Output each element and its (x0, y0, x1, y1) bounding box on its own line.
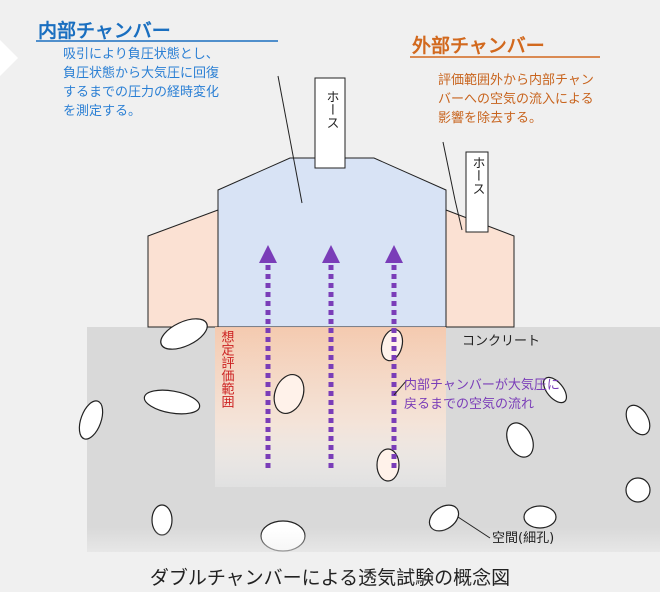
airflow-label-line2: 戻るまでの空気の流れ (404, 396, 534, 412)
pore (143, 389, 201, 415)
diagram-title: ダブルチャンバーによる透気試験の概念図 (150, 566, 510, 589)
outer-desc-line: 影響を除去する。 (438, 110, 542, 126)
airflow-leader (393, 379, 408, 396)
inner-chamber-label: 内部チャンバー (38, 19, 171, 42)
evaluation-range-area (215, 327, 446, 487)
pore (160, 318, 208, 350)
pore-label: 空間(細孔) (492, 531, 554, 546)
arrowhead-center (322, 245, 340, 263)
pore (625, 404, 651, 436)
outer-chamber-leader-2 (454, 199, 463, 231)
airflow-arrowheads (259, 245, 403, 263)
inner-hose (314, 77, 346, 169)
inner-chamber-leader (277, 75, 303, 204)
evaluation-range-label: 想定評価範囲 (219, 329, 235, 408)
pore (78, 400, 104, 440)
inner-desc-line: を測定する。 (63, 104, 141, 119)
outer-chamber-label: 外部チャンバー (412, 34, 545, 57)
inner-desc-line: 負圧状態から大気圧に回復 (63, 65, 219, 81)
outer-hose-label: ホース (470, 156, 485, 195)
concrete-fade (87, 470, 660, 552)
pore (542, 376, 568, 404)
outer-desc-line: 評価範囲外から内部チャン (438, 72, 594, 88)
left-tab-arrow (0, 40, 18, 76)
pore (506, 422, 534, 458)
outer-desc-line: バーへの空気の流入による (438, 91, 594, 107)
inner-desc-line: 吸引により負圧状態とし、 (63, 46, 219, 62)
outer-hose (465, 151, 489, 233)
outer-chamber-description: 評価範囲外から内部チャン バーへの空気の流入による 影響を除去する。 (438, 72, 594, 126)
outer-chamber-leader (442, 141, 456, 201)
airflow-label-line1: 内部チャンバーが大気圧に (404, 377, 560, 393)
inner-desc-line: するまでの圧力の経時変化 (63, 84, 219, 100)
pore-leader (457, 516, 491, 539)
inner-hose-label: ホース (324, 90, 339, 129)
inner-chamber-description: 吸引により負圧状態とし、 負圧状態から大気圧に回復 するまでの圧力の経時変化 を… (63, 46, 219, 119)
arrowhead-right (385, 245, 403, 263)
arrowhead-left (259, 245, 277, 263)
leader-lines (277, 75, 491, 539)
pore (273, 374, 305, 414)
outer-chamber (147, 209, 219, 328)
concrete-label: コンクリート (462, 334, 540, 349)
airflow-arrows (265, 262, 397, 468)
